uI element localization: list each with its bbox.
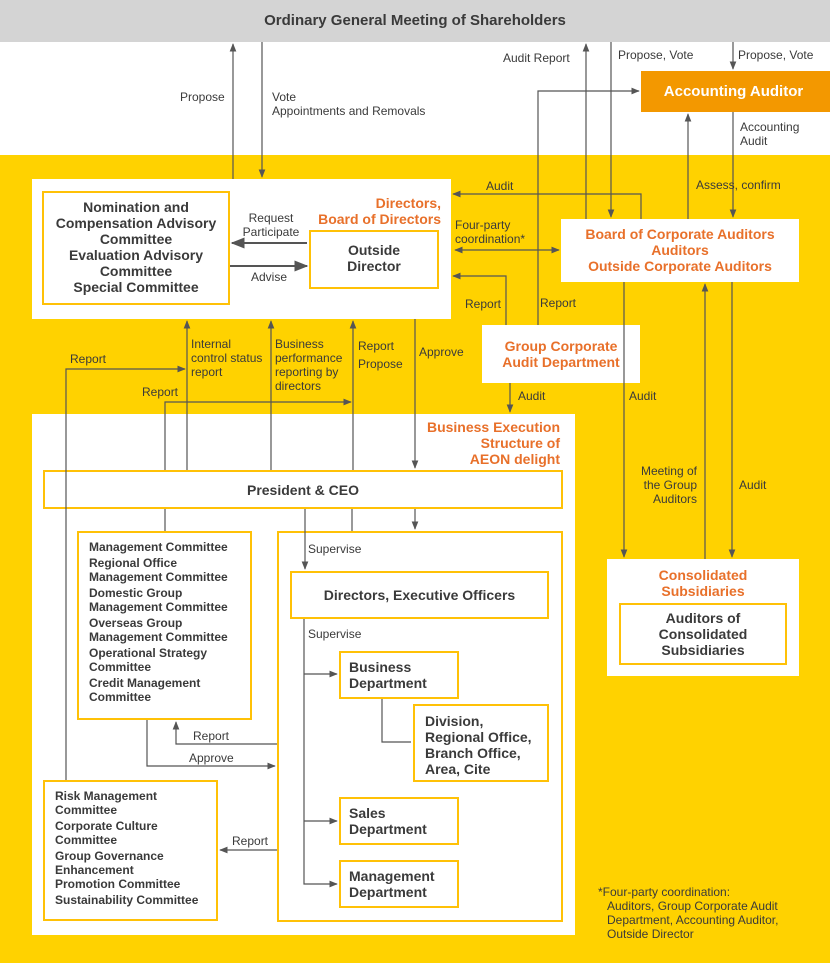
- supervise-label-1: Supervise: [308, 542, 362, 556]
- audit-label-2: Audit: [518, 389, 546, 403]
- sales-department-label: Sales Department: [349, 805, 427, 837]
- footnote: *Four-party coordination: Auditors, Grou…: [598, 885, 779, 941]
- audit-report-label: Audit Report: [503, 51, 570, 65]
- management-department-label: Management Department: [349, 868, 435, 900]
- risk-committees-list: Risk Management Committee Corporate Cult…: [55, 789, 199, 907]
- management-committees-list: Management Committee Regional Office Man…: [89, 540, 228, 704]
- audit-label-3: Audit: [629, 389, 657, 403]
- outside-director-label: Outside Director: [347, 242, 401, 274]
- accounting-auditor-title: Accounting Auditor: [663, 83, 804, 100]
- directors-officers-box: [290, 571, 549, 619]
- meeting-group-auditors-label: Meeting of the Group Auditors: [640, 464, 697, 506]
- report-mgmt-arrow: [172, 721, 277, 745]
- audit-department-title: Group Corporate Audit Department: [502, 338, 620, 370]
- business-performance-label: Business performance reporting by direct…: [275, 337, 343, 393]
- consolidated-auditors-label: Auditors of Consolidated Subsidiaries: [658, 610, 748, 658]
- propose-vote-label-1: Propose, Vote: [618, 48, 694, 62]
- audit-label-4: Audit: [739, 478, 767, 492]
- risk-report-arrow: [65, 365, 186, 780]
- audit-label-1: Audit: [486, 179, 514, 193]
- accounting-auditor-box: [641, 71, 830, 112]
- report-mgmt-label: Report: [193, 729, 230, 743]
- president-box: [43, 470, 563, 509]
- consolidated-title: Consolidated Subsidiaries: [658, 567, 748, 599]
- business-execution-title: Business Execution Structure of AEON del…: [426, 419, 560, 467]
- corporate-auditors-title: Board of Corporate Auditors Auditors Out…: [585, 226, 775, 274]
- propose-vote-label-2: Propose, Vote: [738, 48, 814, 62]
- directors-officers-label: Directors, Executive Officers: [323, 587, 516, 603]
- supervise-tree: [303, 619, 338, 888]
- report-to-outside-director-arrow: [164, 398, 352, 470]
- president-label: President & CEO: [246, 482, 360, 498]
- board-title: Directors, Board of Directors: [318, 195, 441, 227]
- division-box: [413, 704, 549, 782]
- audit-board-arrow: [452, 190, 642, 219]
- report-label-2: Report: [540, 296, 577, 310]
- audit-dept-report-arrow: [452, 272, 507, 325]
- shareholders-title: Ordinary General Meeting of Shareholders: [264, 12, 566, 29]
- internal-control-label: Internal control status report: [191, 337, 263, 379]
- request-participate-label: Request Participate: [242, 211, 300, 239]
- advise-label: Advise: [251, 270, 288, 284]
- sales-department-box: [339, 797, 459, 845]
- report-risk-label: Report: [232, 834, 269, 848]
- management-committees-box: [77, 531, 252, 720]
- report-left-label-2: Report: [142, 385, 179, 399]
- vote-label: Vote Appointments and Removals: [272, 90, 426, 118]
- shareholders-band: [0, 0, 830, 42]
- propose-label: Propose: [180, 90, 225, 104]
- division-label: Division, Regional Office, Branch Office…: [425, 713, 532, 777]
- corporate-auditors-panel: [561, 219, 799, 282]
- report-label-1: Report: [465, 297, 502, 311]
- outside-director-box: [309, 230, 439, 289]
- committees-list: Nomination and Compensation Advisory Com…: [55, 199, 217, 295]
- accounting-audit-label: Accounting Audit: [740, 120, 800, 148]
- approve-mgmt-arrow: [146, 720, 276, 770]
- four-party-label: Four-party coordination*: [455, 218, 526, 246]
- report-propose-label: Report Propose: [358, 339, 403, 371]
- committees-box: [42, 191, 230, 305]
- audit-department-panel: [482, 325, 640, 383]
- business-department-label: Business Department: [349, 659, 427, 691]
- assess-confirm-label: Assess, confirm: [696, 178, 781, 192]
- division-connector: [381, 699, 411, 743]
- approve-mgmt-label: Approve: [189, 751, 234, 765]
- report-left-label: Report: [70, 352, 107, 366]
- risk-committees-box: [43, 780, 218, 921]
- approve-label: Approve: [419, 345, 464, 359]
- consolidated-auditors-box: [619, 603, 787, 665]
- business-department-box: [339, 651, 459, 699]
- supervise-label-2: Supervise: [308, 627, 362, 641]
- management-department-box: [339, 860, 459, 908]
